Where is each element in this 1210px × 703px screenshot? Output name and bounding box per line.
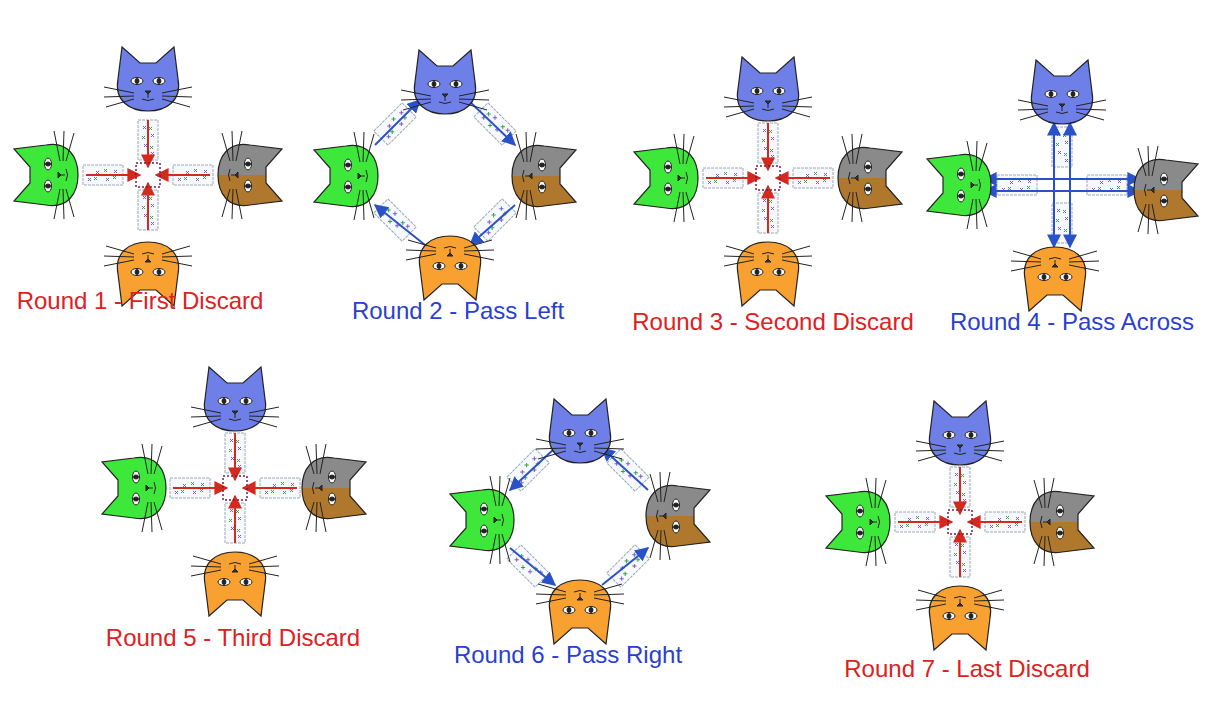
round-label: Round 4 - Pass Across — [950, 308, 1194, 336]
round-label: Round 3 - Second Discard — [632, 308, 913, 336]
round-label: Round 2 - Pass Left — [352, 297, 564, 325]
round-label: Round 1 - First Discard — [17, 287, 264, 315]
round-label: Round 5 - Third Discard — [106, 624, 360, 652]
round-label: Round 6 - Pass Right — [454, 641, 682, 669]
round-label: Round 7 - Last Discard — [844, 655, 1089, 683]
